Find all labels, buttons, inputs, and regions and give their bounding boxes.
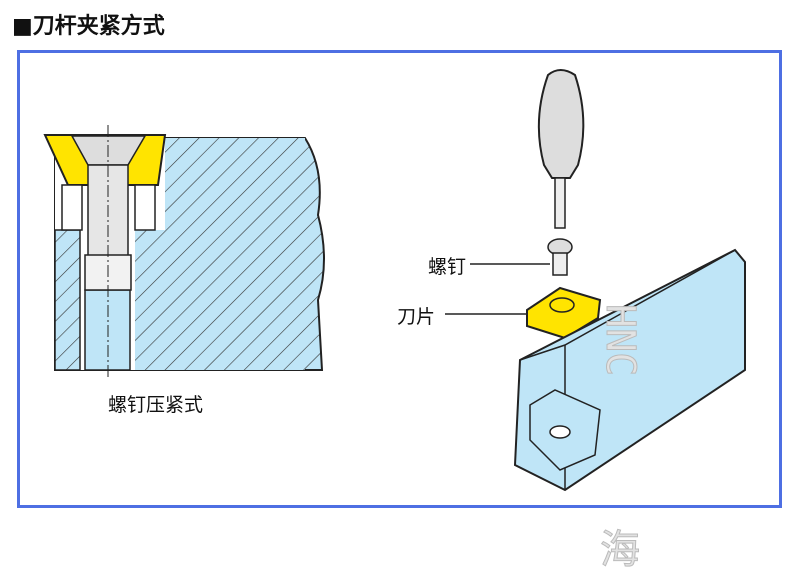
screwdriver-illustration: [537, 69, 585, 229]
cross-section-view: [43, 125, 325, 378]
screw-illustration: [547, 238, 573, 276]
diagram-frame: [17, 50, 782, 508]
watermark-char: 海: [600, 527, 641, 574]
left-caption: 螺钉压紧式: [108, 394, 204, 416]
watermark: HNC 海: [590, 210, 650, 580]
insert-label: 刀片: [397, 306, 436, 328]
section-title: ■刀杆夹紧方式: [12, 14, 165, 39]
watermark-text: HNC: [597, 303, 644, 377]
tool-holder-illustration: [513, 248, 746, 492]
insert-illustration: [526, 286, 602, 340]
screw-label: 螺钉: [428, 256, 467, 278]
